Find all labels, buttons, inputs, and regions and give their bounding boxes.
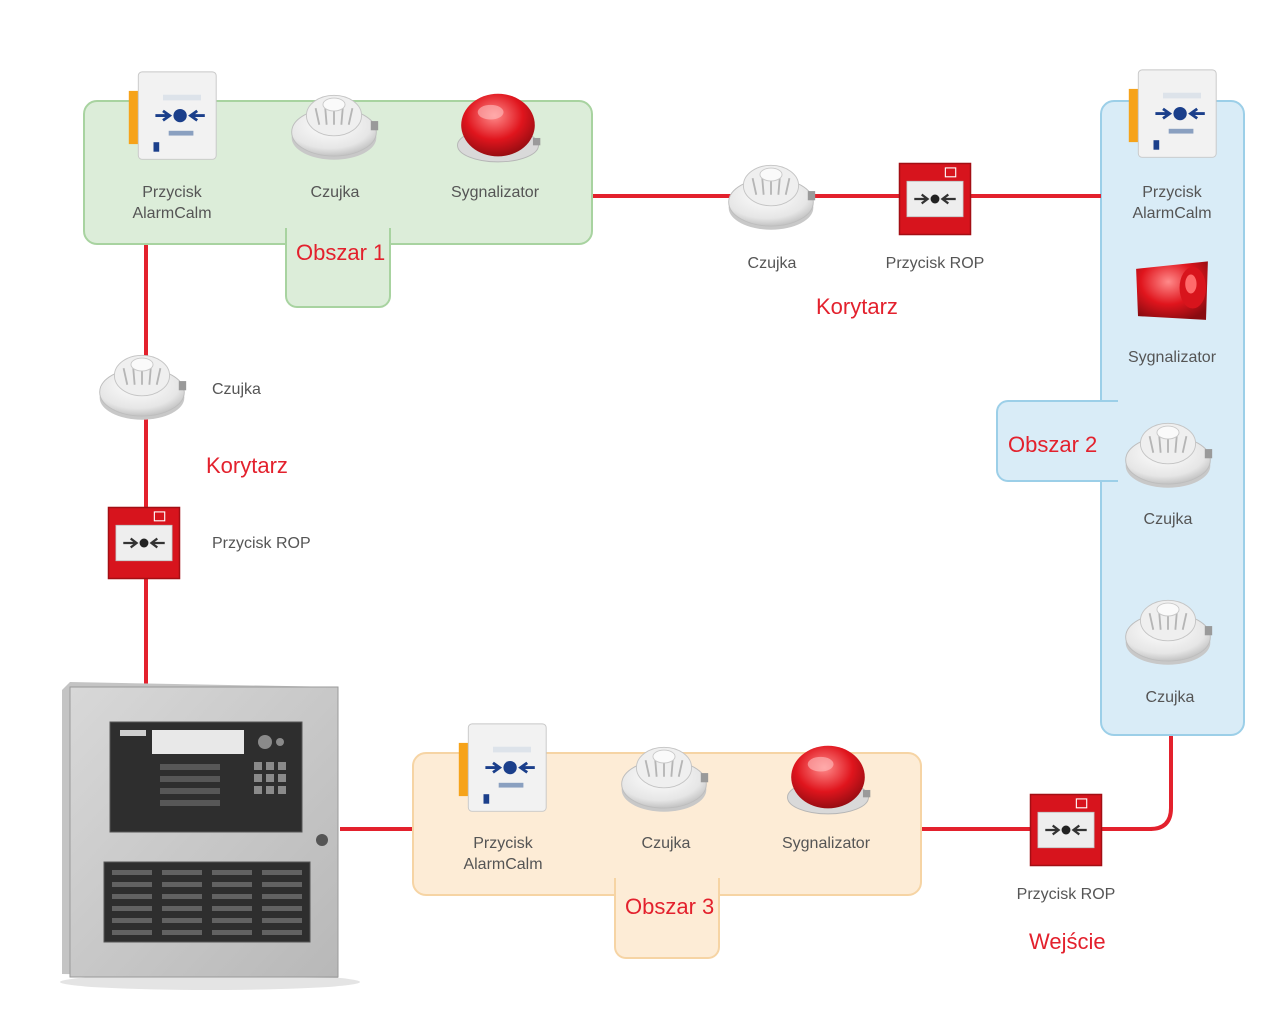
corridor-left-label: Korytarz — [206, 453, 288, 478]
entrance-rop-label: Przycisk ROP — [1016, 886, 1116, 903]
manual-call-point-icon — [1029, 793, 1103, 867]
wire-left — [144, 245, 148, 690]
fire-control-panel-icon — [60, 682, 360, 990]
sounder-beacon-icon — [782, 736, 874, 820]
area-1-sounder-label: Sygnalizator — [450, 184, 540, 201]
area-2-detector-1-label: Czujka — [1143, 511, 1193, 528]
label-line-1: Przycisk — [473, 835, 533, 852]
wire-right-vertical — [1169, 736, 1173, 806]
sounder-beacon-icon — [452, 84, 544, 168]
manual-call-point-icon — [898, 162, 972, 236]
area-2-alarmcalm-label: Przycisk AlarmCalm — [1112, 182, 1232, 224]
label-line-1: Przycisk — [142, 184, 202, 201]
manual-call-point-icon — [107, 506, 181, 580]
smoke-detector-icon — [1122, 585, 1214, 669]
corridor-left-detector-label: Czujka — [212, 381, 261, 398]
wall-sounder-icon — [1122, 250, 1222, 335]
corridor-top-detector-label: Czujka — [747, 255, 797, 272]
wire-right-corner — [1150, 800, 1173, 831]
zone-area-3-tab — [614, 878, 720, 959]
area-3-sounder-label: Sygnalizator — [781, 835, 871, 852]
smoke-detector-icon — [618, 732, 710, 816]
area-3-title: Obszar 3 — [625, 894, 715, 919]
label-line-2: AlarmCalm — [1132, 205, 1212, 222]
area-2-title: Obszar 2 — [1008, 432, 1098, 457]
smoke-detector-icon — [1122, 408, 1214, 492]
alarmcalm-button-icon — [125, 70, 220, 165]
area-2-detector-2-label: Czujka — [1145, 689, 1195, 706]
label-line-2: AlarmCalm — [132, 205, 212, 222]
smoke-detector-icon — [288, 80, 380, 164]
corridor-top-rop-label: Przycisk ROP — [885, 255, 985, 272]
label-line-1: Przycisk — [1142, 184, 1202, 201]
entrance-label: Wejście — [1029, 929, 1106, 954]
smoke-detector-icon — [725, 150, 817, 234]
area-2-sounder-label: Sygnalizator — [1127, 349, 1217, 366]
wire-top — [593, 194, 1101, 198]
zone-area-1-tab — [285, 228, 391, 308]
wire-bottom-left — [340, 827, 412, 831]
area-1-title: Obszar 1 — [296, 240, 386, 265]
area-3-alarmcalm-label: Przycisk AlarmCalm — [443, 833, 563, 875]
corridor-top-label: Korytarz — [816, 294, 898, 319]
smoke-detector-icon — [96, 340, 188, 424]
alarmcalm-button-icon — [1125, 68, 1220, 163]
label-line-2: AlarmCalm — [463, 856, 543, 873]
corridor-left-rop-label: Przycisk ROP — [212, 535, 311, 552]
area-3-detector-label: Czujka — [641, 835, 691, 852]
area-1-alarmcalm-label: Przycisk AlarmCalm — [112, 182, 232, 224]
area-1-detector-label: Czujka — [310, 184, 360, 201]
zone-area-2-tab — [996, 400, 1118, 482]
alarmcalm-button-icon — [455, 722, 550, 817]
